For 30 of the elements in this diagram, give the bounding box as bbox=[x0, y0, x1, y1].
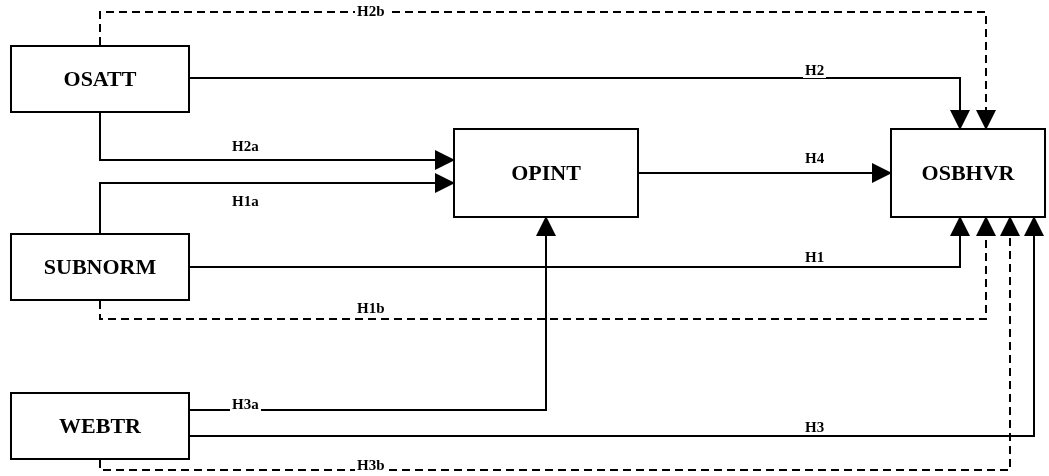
edge-label: H3b bbox=[355, 457, 387, 473]
edge-label: H1b bbox=[355, 300, 387, 316]
arrow bbox=[99, 173, 455, 234]
edge-label: H4 bbox=[803, 150, 827, 166]
variable-box bbox=[10, 233, 190, 301]
arrow bbox=[189, 216, 1044, 437]
variable-name: OSATT bbox=[63, 66, 137, 92]
arrow bbox=[189, 77, 970, 130]
edge-label: H2b bbox=[355, 3, 387, 19]
arrow bbox=[189, 216, 556, 411]
variable-box bbox=[890, 128, 1046, 218]
variable-box bbox=[10, 392, 190, 460]
arrow bbox=[189, 216, 970, 268]
variable-box bbox=[453, 128, 639, 218]
edge-label: H1 bbox=[803, 249, 827, 265]
variable-name: SUBNORM bbox=[43, 254, 157, 280]
edge-label: H1a bbox=[230, 193, 261, 209]
arrow bbox=[99, 216, 996, 320]
arrow bbox=[99, 11, 996, 130]
edge-label: H2 bbox=[803, 62, 827, 78]
variable-name: WEBTR bbox=[59, 413, 141, 439]
variable-name: OSBHVR bbox=[921, 160, 1015, 186]
edge-label: H2a bbox=[230, 138, 261, 154]
variable-name: OPINT bbox=[511, 160, 581, 186]
arrow bbox=[638, 163, 892, 183]
arrow bbox=[99, 112, 455, 170]
arrow bbox=[99, 216, 1020, 471]
edge-label: H3a bbox=[230, 396, 261, 412]
edge-label: H3 bbox=[803, 419, 827, 435]
variable-box bbox=[10, 45, 190, 113]
